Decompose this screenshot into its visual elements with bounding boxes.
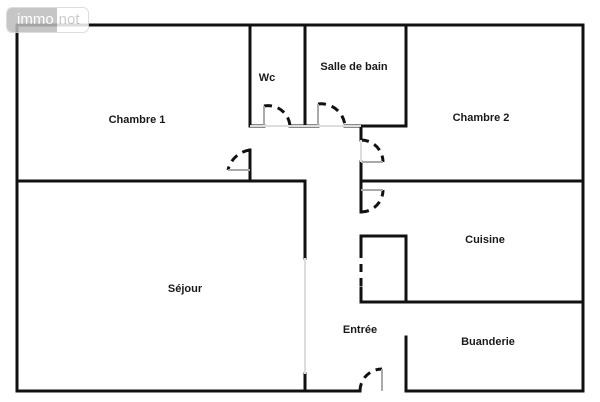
room-label-wc: Wc	[258, 72, 276, 84]
room-label-chambre2: Chambre 2	[452, 112, 510, 124]
room-label-buanderie: Buanderie	[461, 336, 515, 348]
room-label-entree: Entrée	[342, 324, 378, 336]
door-swings	[226, 102, 385, 392]
room-label-salle-de-bain: Salle de bain	[320, 61, 388, 73]
room-label-cuisine: Cuisine	[465, 234, 505, 246]
walls	[15, 23, 585, 393]
immonot-logo: immo not	[6, 7, 89, 33]
logo-part-immo: immo	[7, 8, 57, 32]
open-partitions	[250, 125, 362, 374]
room-label-sejour: Séjour	[167, 283, 203, 295]
room-label-chambre1: Chambre 1	[108, 114, 166, 126]
door-leaves	[228, 104, 383, 391]
logo-part-not: not	[56, 8, 88, 32]
